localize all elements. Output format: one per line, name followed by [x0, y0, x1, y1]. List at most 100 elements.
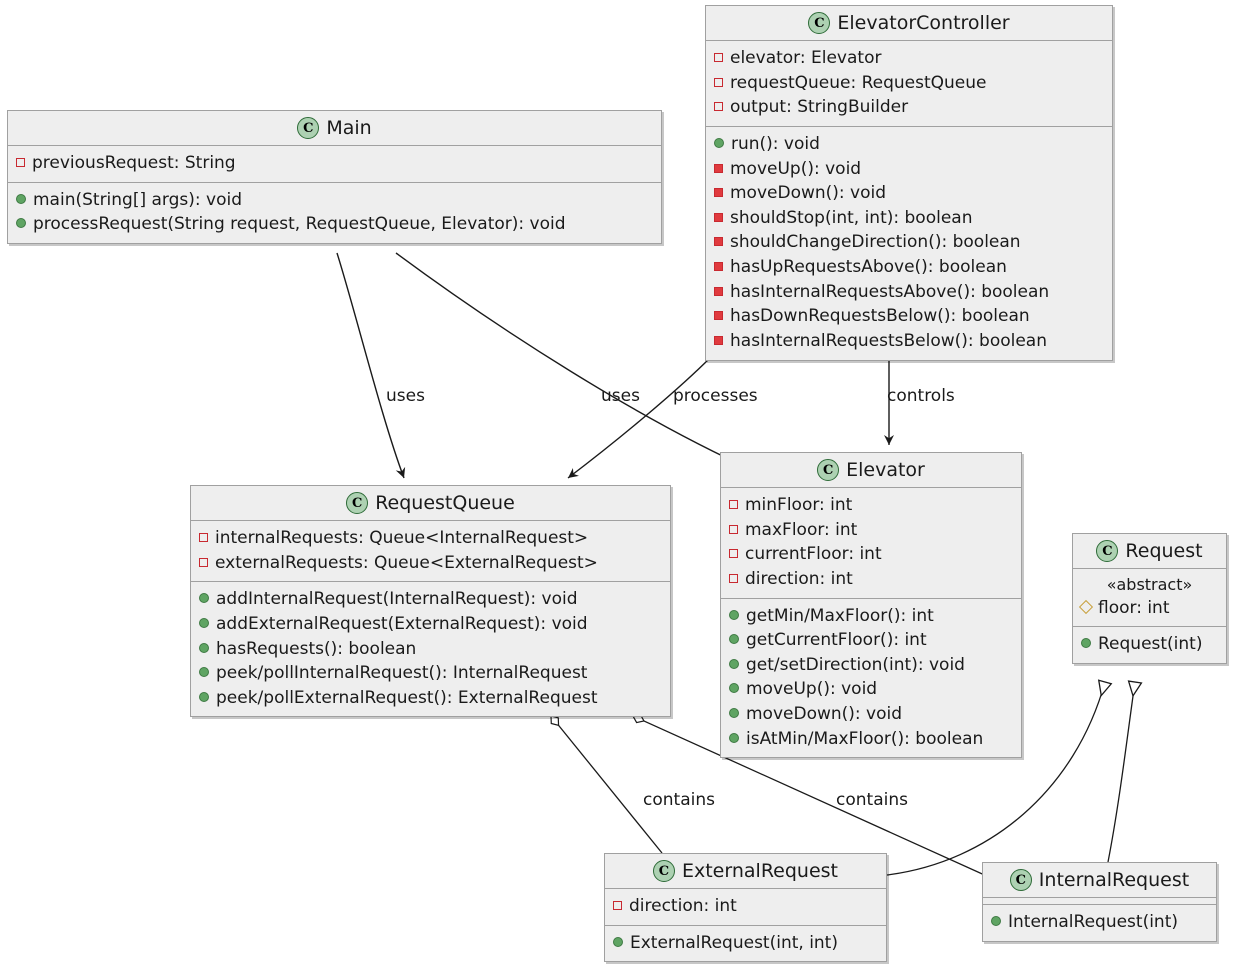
class-icon: C	[808, 12, 831, 34]
method-label: moveUp(): void	[730, 158, 862, 179]
public-method-icon	[729, 609, 739, 620]
class-icon: C	[817, 459, 840, 481]
field-label: output: StringBuilder	[730, 97, 909, 118]
edge-requestqueue-contains-externalrequest	[550, 715, 663, 854]
edge-externalrequest-extends-request	[886, 682, 1105, 876]
edge-requestqueue-contains-internalrequest	[632, 713, 1001, 883]
private-method-icon	[714, 212, 723, 222]
method-label: getCurrentFloor(): int	[746, 630, 927, 651]
method-label: run(): void	[731, 133, 820, 154]
private-method-icon	[714, 188, 723, 198]
field-row: floor: int	[1078, 596, 1218, 621]
method-label: main(String[] args): void	[33, 189, 243, 210]
method-row: shouldStop(int, int): boolean	[714, 206, 1104, 231]
method-label: isAtMin/MaxFloor(): boolean	[746, 728, 984, 749]
field-row: requestQueue: RequestQueue	[714, 71, 1104, 96]
private-field-icon	[729, 524, 738, 534]
field-label: previousRequest: String	[32, 153, 236, 173]
field-row: minFloor: int	[729, 493, 1013, 518]
field-row: maxFloor: int	[729, 518, 1013, 543]
private-field-icon	[714, 53, 723, 62]
edge-label-requestqueue-contains-externalrequest: contains	[643, 790, 715, 810]
method-row: InternalRequest(int)	[991, 910, 1208, 935]
method-row: addExternalRequest(ExternalRequest): voi…	[199, 612, 662, 637]
class-title: RequestQueue	[375, 492, 515, 514]
class-title: Main	[326, 117, 372, 139]
method-row: moveUp(): void	[729, 677, 1013, 702]
class-icon: C	[652, 860, 675, 882]
public-method-icon	[199, 667, 209, 678]
methods-compartment-request-queue: addInternalRequest(InternalRequest): voi…	[191, 582, 670, 716]
method-row: get/setDirection(int): void	[729, 653, 1013, 678]
methods-compartment-external-request: ExternalRequest(int, int)	[605, 926, 886, 962]
private-field-icon	[729, 549, 738, 559]
method-row: isAtMin/MaxFloor(): boolean	[729, 727, 1013, 752]
class-icon: C	[1096, 540, 1119, 562]
method-row: run(): void	[714, 132, 1104, 157]
method-row: getCurrentFloor(): int	[729, 628, 1013, 653]
method-label: get/setDirection(int): void	[746, 654, 965, 675]
class-title: InternalRequest	[1038, 869, 1190, 891]
private-method-icon	[714, 163, 723, 173]
method-label: moveUp(): void	[746, 679, 878, 700]
class-icon: C	[1009, 869, 1032, 891]
public-method-icon	[16, 193, 26, 204]
method-label: moveDown(): void	[730, 183, 887, 204]
private-field-icon	[16, 158, 25, 167]
public-method-icon	[1081, 638, 1091, 649]
edge-main-uses-requestqueue	[336, 252, 406, 479]
field-row: direction: int	[729, 567, 1013, 592]
method-row: peek/pollExternalRequest(): ExternalRequ…	[199, 686, 662, 711]
class-title: Elevator	[846, 459, 925, 481]
public-method-icon	[729, 634, 739, 645]
method-row: addInternalRequest(InternalRequest): voi…	[199, 587, 662, 612]
field-row: currentFloor: int	[729, 542, 1013, 567]
class-title: ExternalRequest	[681, 860, 838, 882]
attributes-compartment-elevator-controller: elevator: Elevator requestQueue: RequestQ…	[706, 41, 1112, 127]
method-label: hasInternalRequestsAbove(): boolean	[730, 281, 1050, 302]
field-label: elevator: Elevator	[730, 48, 882, 68]
field-row: direction: int	[613, 894, 878, 919]
public-method-icon	[991, 916, 1001, 926]
method-label: hasInternalRequestsBelow(): boolean	[730, 331, 1047, 352]
method-label: Request(int)	[1098, 634, 1203, 655]
method-row: moveDown(): void	[729, 702, 1013, 727]
class-header-external-request: C ExternalRequest	[605, 854, 886, 889]
method-row: main(String[] args): void	[16, 188, 653, 213]
edge-label-controller-processes-requestqueue: processes	[673, 386, 758, 406]
public-method-icon	[199, 642, 209, 653]
edge-controller-processes-requestqueue	[567, 355, 713, 479]
attributes-compartment-internal-request	[983, 898, 1216, 905]
private-field-icon	[729, 573, 738, 583]
edge-internalrequest-extends-request	[1107, 682, 1135, 863]
method-row: processRequest(String request, RequestQu…	[16, 212, 653, 237]
private-field-icon	[729, 500, 738, 509]
private-field-icon	[199, 533, 208, 542]
field-row: internalRequests: Queue<InternalRequest>	[199, 526, 662, 551]
class-header-internal-request: C InternalRequest	[983, 863, 1216, 898]
method-label: ExternalRequest(int, int)	[630, 932, 838, 953]
field-row: elevator: Elevator	[714, 46, 1104, 71]
field-row: output: StringBuilder	[714, 95, 1104, 120]
edge-label-controller-controls-elevator: controls	[887, 386, 955, 406]
public-method-icon	[729, 708, 739, 719]
edge-label-requestqueue-contains-internalrequest: contains	[836, 790, 908, 810]
method-row: peek/pollInternalRequest(): InternalRequ…	[199, 661, 662, 686]
private-method-icon	[714, 286, 723, 296]
private-method-icon	[714, 262, 723, 272]
attributes-compartment-main: previousRequest: String	[8, 146, 661, 183]
field-label: direction: int	[629, 896, 737, 916]
public-method-icon	[714, 137, 724, 148]
